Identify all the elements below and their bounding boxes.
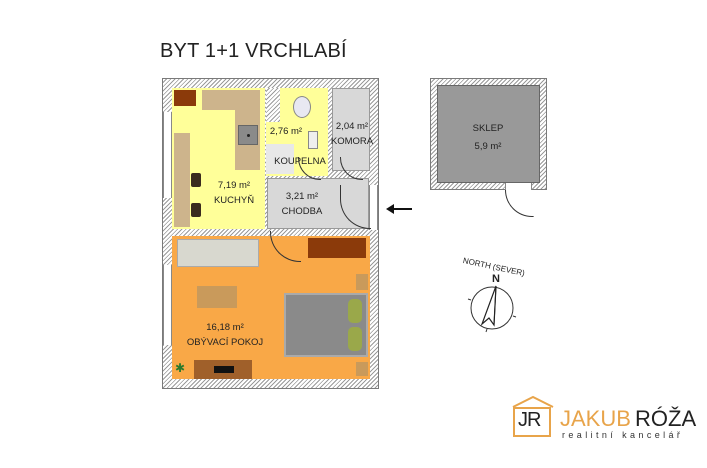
door-swing-cellar — [505, 190, 534, 217]
shower-tray — [266, 144, 294, 174]
cabinet-brown — [308, 238, 366, 258]
bed-icon — [284, 293, 368, 357]
nightstand-icon — [356, 274, 368, 290]
room-area: 16,18 m² — [206, 322, 244, 333]
chair-icon — [191, 203, 201, 217]
apartment-floorplan: 7,19 m² KUCHYŇ 2,76 m² KOUPELNA 2,04 m² … — [162, 78, 379, 389]
compass-north-letter: N — [492, 273, 500, 285]
sofa-icon — [177, 239, 259, 267]
cabinet-brown — [174, 90, 196, 106]
sink-icon — [238, 125, 258, 145]
room-area: 2,04 m² — [335, 121, 369, 132]
toilet-icon — [293, 96, 311, 118]
logo-initials: JR — [518, 409, 541, 431]
cellar-floorplan: SKLEP 5,9 m² — [430, 78, 547, 217]
door-swing-entry — [340, 185, 371, 229]
room-label-komora: 2,04 m² KOMORA — [329, 119, 375, 149]
house-roof-icon — [512, 395, 554, 437]
room-name: KOMORA — [330, 136, 374, 147]
room-label-kuchyn: 7,19 m² KUCHYŇ — [204, 178, 264, 208]
logo-tagline: realitní kancelář — [562, 430, 684, 440]
room-label-obyvaci: 16,18 m² OBÝVACÍ POKOJ — [184, 320, 266, 350]
room-area: 5,9 m² — [474, 141, 502, 152]
window-left-kitchen — [163, 112, 172, 198]
logo-name-last: RÓŽA — [635, 406, 697, 431]
tv-icon — [214, 366, 234, 373]
plan-title: BYT 1+1 VRCHLABÍ — [160, 40, 347, 62]
nightstand-icon — [356, 362, 368, 376]
north-arrow-icon — [467, 285, 517, 333]
room-obyvaci-pokoj: ✱ 16,18 m² OBÝVACÍ POKOJ — [172, 231, 370, 379]
washbasin-icon — [308, 131, 318, 149]
room-label-koupelna-area: 2,76 m² — [269, 126, 303, 137]
room-area: 7,19 m² — [217, 180, 251, 191]
tv-stand-icon — [194, 360, 252, 379]
room-name: KUCHYŇ — [213, 195, 255, 206]
bath-cutout — [266, 88, 280, 122]
counter-left — [174, 133, 190, 227]
compass: NORTH (SEVER) N — [450, 252, 550, 342]
window-left-living — [163, 265, 172, 345]
room-name: OBÝVACÍ POKOJ — [186, 337, 264, 348]
room-sklep: SKLEP 5,9 m² — [437, 85, 540, 183]
room-kuchyn: 7,19 m² KUCHYŇ — [172, 88, 265, 229]
room-area: 3,21 m² — [285, 191, 319, 202]
room-label-chodba: 3,21 m² CHODBA — [272, 189, 332, 219]
pillow-icon — [348, 299, 362, 323]
coffee-table-icon — [197, 286, 237, 308]
room-chodba: 3,21 m² CHODBA — [267, 157, 371, 229]
cellar-door-opening[interactable] — [505, 183, 532, 190]
room-label-sklep: SKLEP 5,9 m² — [458, 120, 518, 156]
room-name: CHODBA — [281, 206, 323, 217]
room-name: SKLEP — [472, 123, 504, 134]
logo-name-first: JAKUB — [560, 406, 631, 431]
plant-icon: ✱ — [175, 361, 186, 375]
door-swing-living — [270, 231, 301, 262]
company-logo[interactable]: JR JAKUB RÓŽA realitní kancelář — [510, 394, 696, 440]
pillow-icon — [348, 327, 362, 351]
chair-icon — [191, 173, 201, 187]
arrow-left-icon — [386, 199, 412, 214]
